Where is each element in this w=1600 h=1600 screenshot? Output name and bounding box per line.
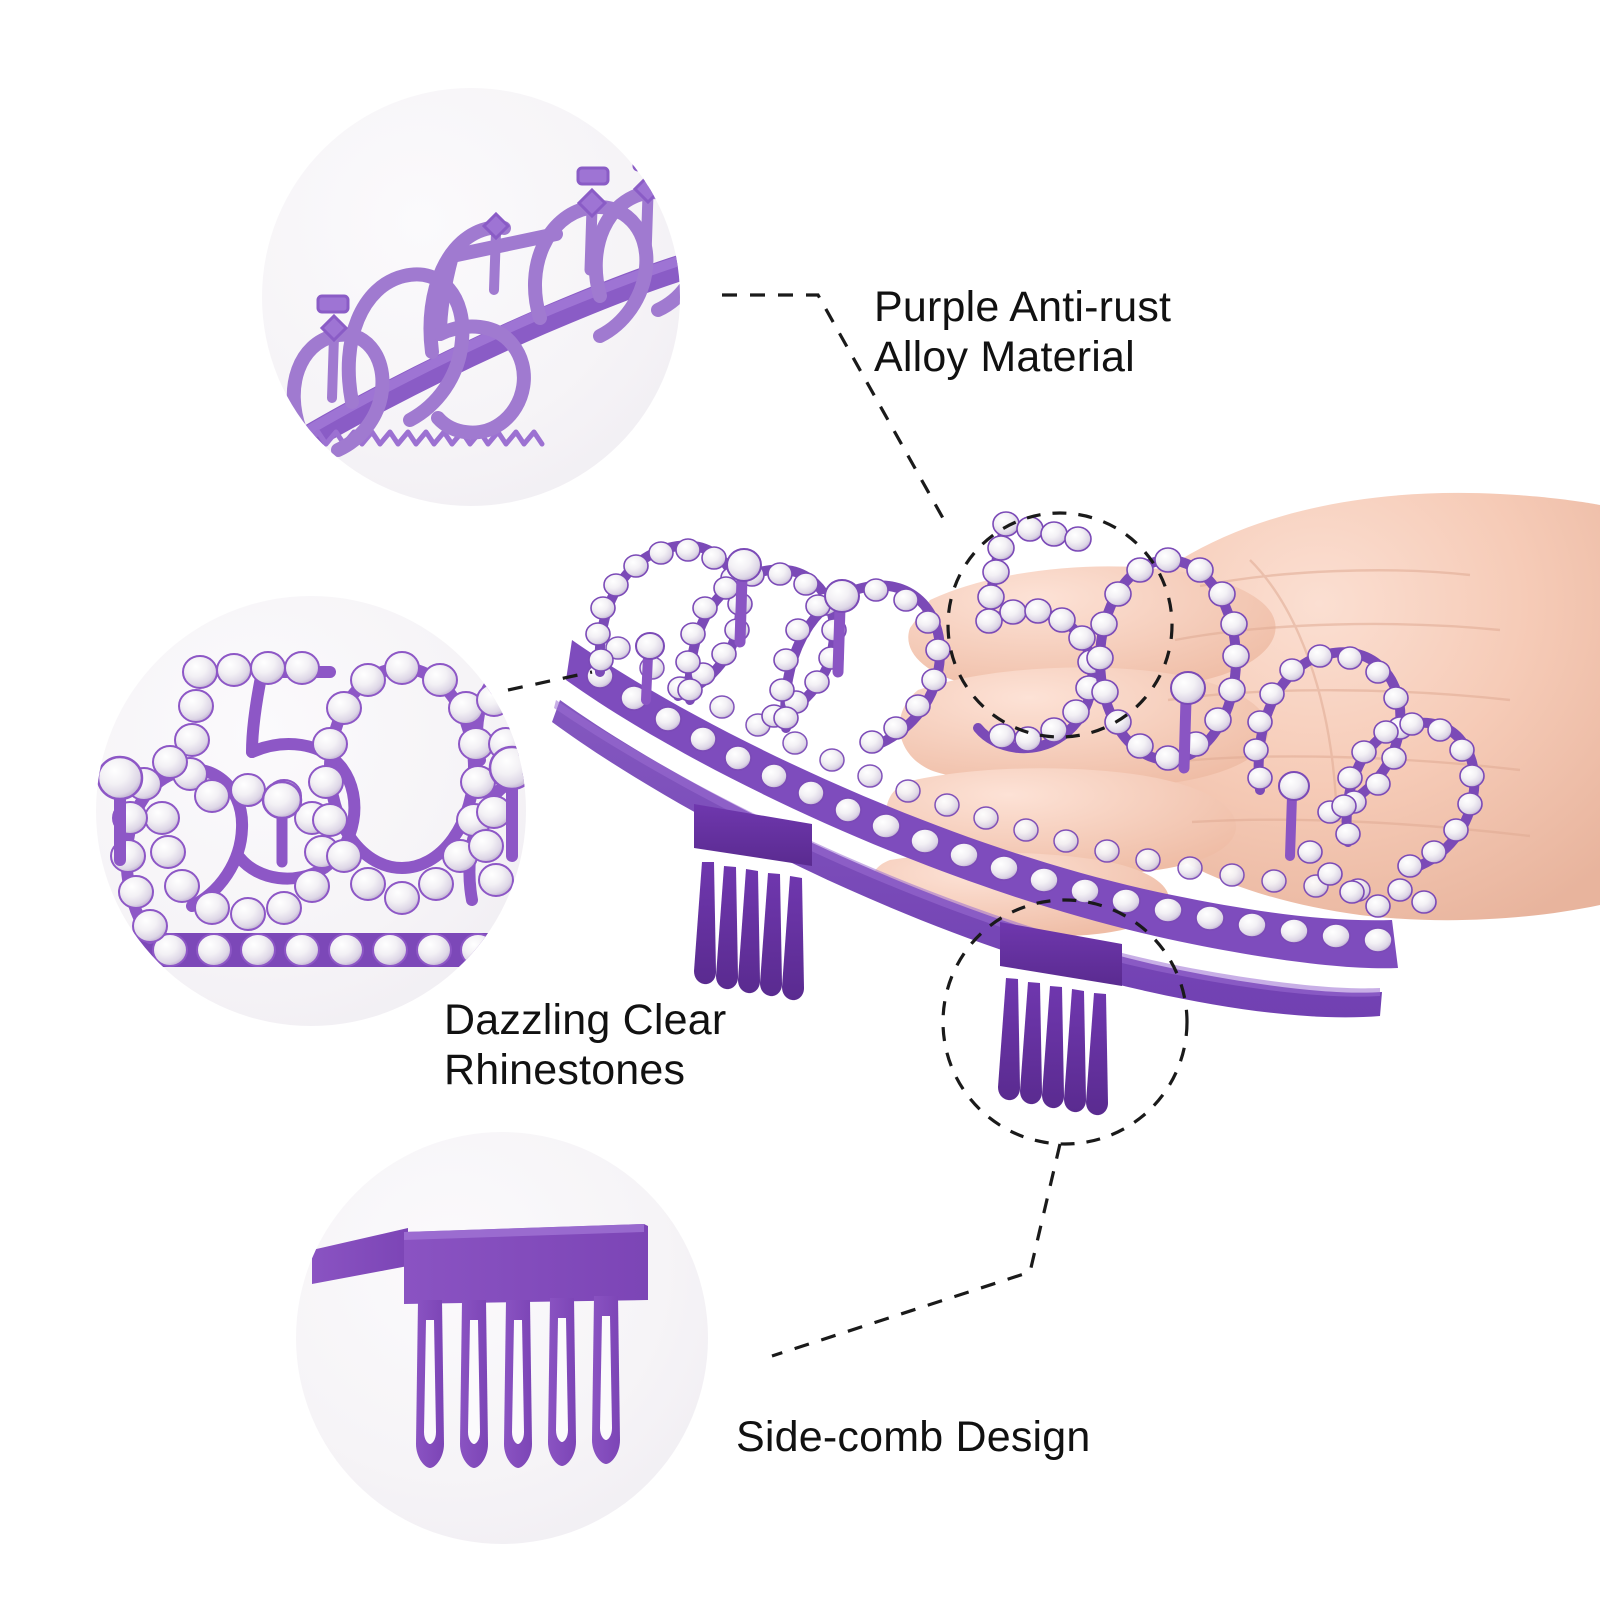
hero-side-comb-left	[694, 804, 812, 1001]
frame-finials	[316, 152, 666, 343]
hero-side-comb-right	[998, 922, 1122, 1116]
leader-line-material	[722, 293, 946, 521]
highlight-circle-comb	[941, 898, 1189, 1146]
callout-label-comb: Side-comb Design	[736, 1413, 1091, 1461]
callout-lines-layer	[507, 293, 1189, 1358]
inset-frame-detail-art	[262, 152, 680, 483]
comb-spine	[404, 1224, 648, 1304]
inset-comb-detail-art	[312, 1224, 648, 1468]
callout-label-material: Purple Anti-rust Alloy Material	[874, 283, 1172, 381]
comb-tooth-slots	[424, 1316, 612, 1444]
highlight-circle-rhinestones	[946, 511, 1174, 739]
comb-headband-tail	[312, 1228, 408, 1284]
tiara-scrollwork-right	[1170, 644, 1485, 918]
inset-rhinestone-detail-art	[96, 650, 526, 967]
comb-edge-highlight	[404, 1224, 644, 1240]
callout-label-rhinestones: Dazzling Clear Rhinestones	[444, 996, 727, 1094]
inset-finials	[96, 745, 526, 868]
inset-plate-comb-detail	[296, 1132, 708, 1544]
leader-line-rhinestones	[507, 670, 593, 692]
leader-line-comb	[771, 1143, 1062, 1358]
tiara-scrollwork-left	[585, 538, 951, 754]
tiara-number-50	[973, 511, 1250, 771]
tiara-base-rail	[566, 636, 1398, 969]
hero-photo	[552, 492, 1600, 1116]
